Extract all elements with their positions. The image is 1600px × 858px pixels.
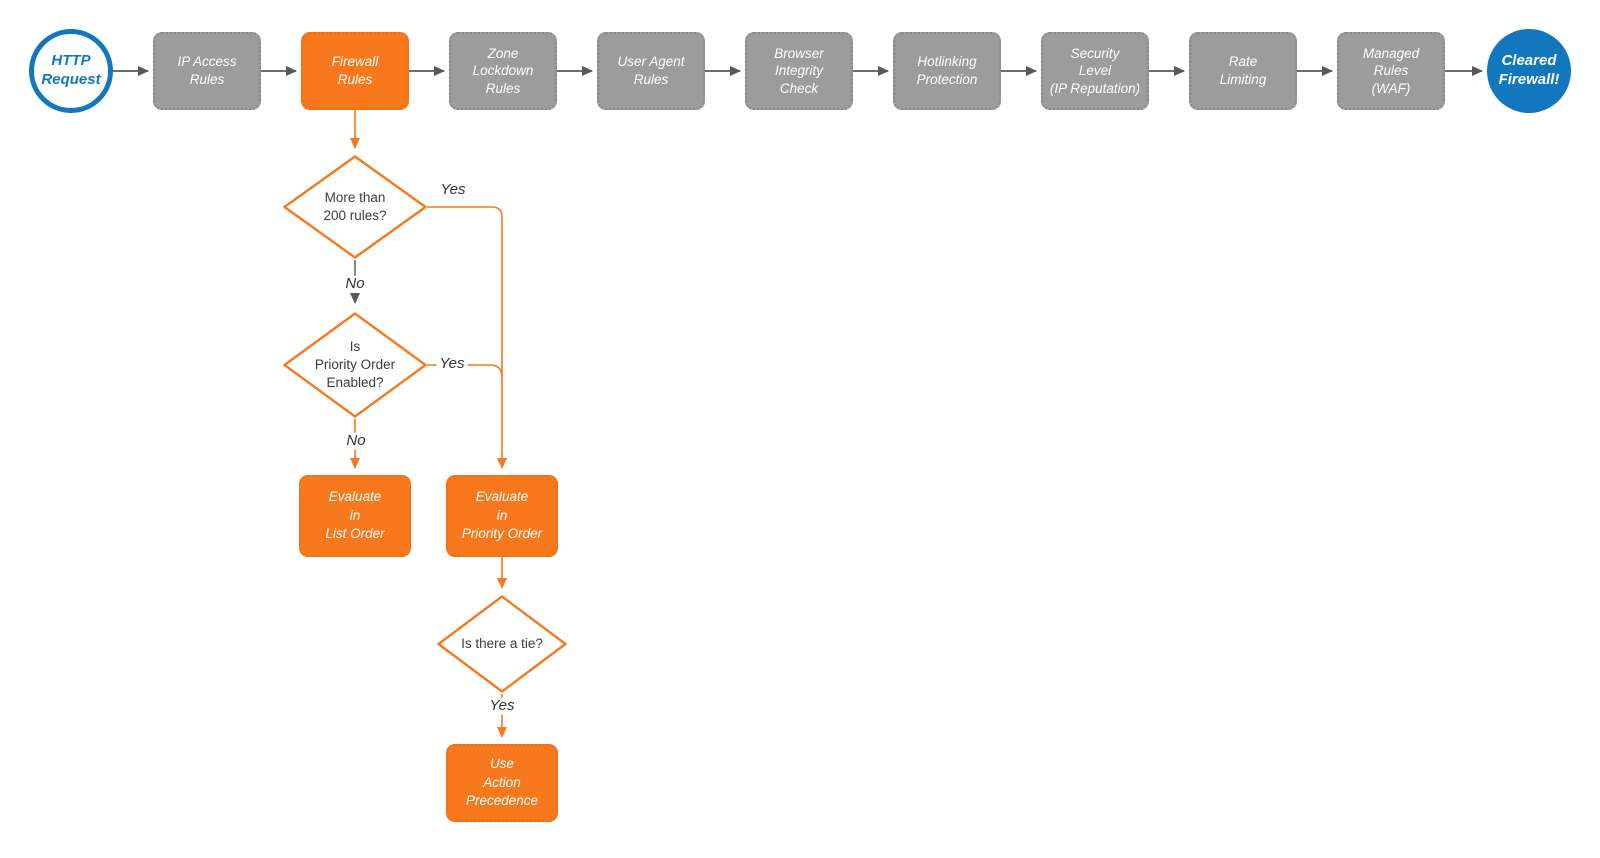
- end-node-cleared-firewall: Cleared Firewall!: [1487, 29, 1571, 113]
- step-label: Hotlinking Protection: [916, 54, 978, 87]
- decision-more-than-200-rules: More than 200 rules?: [282, 154, 428, 260]
- action-label: Evaluate in Priority Order: [461, 489, 543, 542]
- end-node-label: Cleared Firewall!: [1498, 52, 1560, 88]
- step-security-level: Security Level (IP Reputation): [1041, 32, 1149, 110]
- step-label: Rate Limiting: [1219, 54, 1267, 87]
- step-ip-access-rules: IP Access Rules: [153, 32, 261, 110]
- step-label: IP Access Rules: [177, 54, 237, 87]
- decision-priority-order-enabled: Is Priority Order Enabled?: [282, 311, 428, 419]
- step-label: Firewall Rules: [331, 54, 379, 87]
- step-browser-integrity-check: Browser Integrity Check: [745, 32, 853, 110]
- step-firewall-rules: Firewall Rules: [301, 32, 409, 110]
- step-label: Zone Lockdown Rules: [472, 45, 534, 96]
- decision-is-there-a-tie: Is there a tie?: [436, 594, 568, 694]
- decision-question: Is Priority Order Enabled?: [314, 338, 396, 391]
- action-label: Use Action Precedence: [465, 756, 539, 809]
- edge-d1-yes: [427, 206, 507, 469]
- step-zone-lockdown-rules: Zone Lockdown Rules: [449, 32, 557, 110]
- diamond-shape: [437, 595, 567, 693]
- step-managed-rules-waf: Managed Rules (WAF): [1337, 32, 1445, 110]
- start-node-http-request: HTTP Request: [29, 29, 113, 113]
- edge-label-d1-no: No: [342, 275, 368, 293]
- step-user-agent-rules: User Agent Rules: [597, 32, 705, 110]
- step-rate-limiting: Rate Limiting: [1189, 32, 1297, 110]
- action-evaluate-in-list-order: Evaluate in List Order: [299, 475, 411, 557]
- action-use-action-precedence: Use Action Precedence: [446, 744, 558, 822]
- action-label: Evaluate in List Order: [325, 489, 385, 542]
- start-node-label: HTTP Request: [41, 52, 101, 88]
- edge-label-d3-yes: Yes: [486, 697, 518, 715]
- edge-label-d2-no: No: [343, 432, 369, 450]
- decision-question: More than 200 rules?: [323, 189, 387, 223]
- edge-label-d2-yes: Yes: [436, 355, 468, 373]
- decision-question: Is there a tie?: [461, 635, 543, 651]
- step-label: Security Level (IP Reputation): [1049, 45, 1141, 96]
- action-evaluate-in-priority-order: Evaluate in Priority Order: [446, 475, 558, 557]
- step-label: User Agent Rules: [617, 54, 685, 87]
- diamond-shape: [283, 312, 427, 418]
- step-hotlinking-protection: Hotlinking Protection: [893, 32, 1001, 110]
- step-label: Browser Integrity Check: [774, 45, 824, 96]
- step-label: Managed Rules (WAF): [1362, 45, 1420, 96]
- diamond-shape: [283, 155, 427, 259]
- edge-label-d1-yes: Yes: [437, 181, 469, 199]
